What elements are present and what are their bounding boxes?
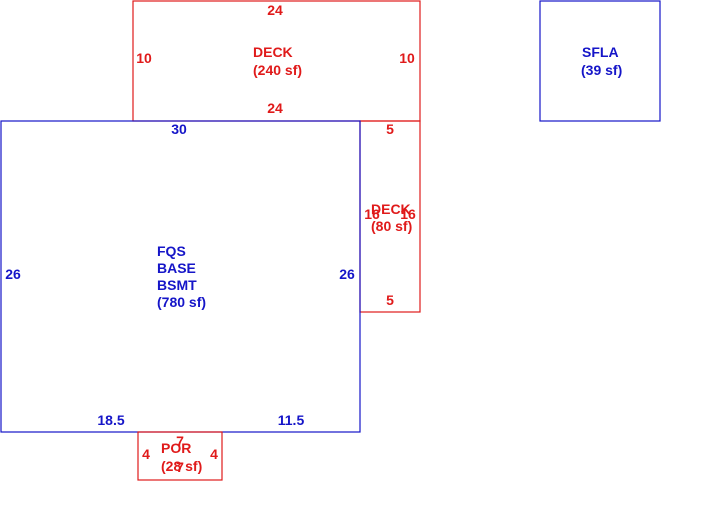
porch-outline [137, 431, 223, 481]
deck-side-name: DECK [371, 201, 411, 217]
deck-top-sf: (240 sf) [253, 62, 302, 78]
main-sf: (780 sf) [157, 294, 206, 310]
sfla-name: SFLA [582, 44, 619, 60]
main-dim-right: 26 [339, 266, 355, 282]
deck-top-dim-top: 24 [267, 2, 283, 18]
deck-side-dim-right: 16 [400, 206, 416, 222]
porch-area: 7 7 4 4 POR (28 sf) [137, 431, 223, 481]
main-line-3: BSMT [157, 277, 197, 293]
deck-top-name: DECK [253, 44, 293, 60]
porch-dim-top: 7 [176, 433, 184, 449]
main-dim-top: 30 [171, 121, 187, 137]
deck-top-dim-left: 10 [136, 50, 152, 66]
deck-side-dim-top: 5 [386, 121, 394, 137]
deck-side-area: 5 5 16 16 DECK (80 sf) [359, 120, 421, 313]
main-line-1: FQS [157, 243, 186, 259]
deck-side-dim-left: 16 [364, 206, 380, 222]
porch-dim-bottom: 7 [176, 459, 184, 475]
deck-side-dim-bottom: 5 [386, 292, 394, 308]
sfla-area: SFLA (39 sf) [539, 0, 661, 122]
deck-top-dim-bottom: 24 [267, 100, 283, 116]
main-line-2: BASE [157, 260, 196, 276]
main-dim-bottom-right: 11.5 [278, 412, 305, 428]
sfla-outline [539, 0, 661, 122]
deck-side-sf: (80 sf) [371, 218, 412, 234]
main-dim-bottom-left: 18.5 [97, 412, 124, 428]
porch-sf: (28 sf) [161, 458, 202, 474]
main-area: 30 26 26 18.5 11.5 FQS BASE BSMT (780 sf… [0, 120, 361, 433]
sfla-sf: (39 sf) [581, 62, 622, 78]
porch-name: POR [161, 440, 191, 456]
deck-top-dim-right: 10 [399, 50, 415, 66]
porch-dim-right: 4 [210, 446, 218, 462]
main-dim-left: 26 [5, 266, 21, 282]
porch-dim-left: 4 [142, 446, 150, 462]
deck-top-area: 24 24 10 10 DECK (240 sf) [132, 0, 421, 122]
